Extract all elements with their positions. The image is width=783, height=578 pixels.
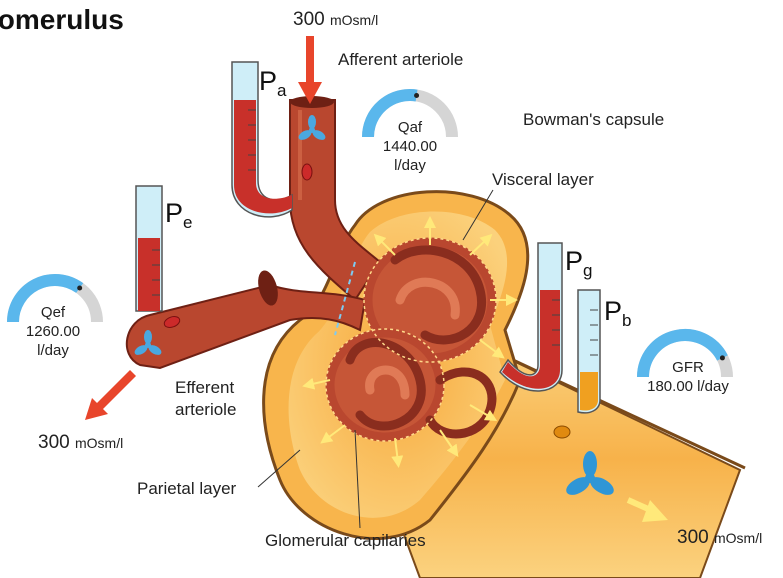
top-osm-label: 300 mOsm/l <box>293 9 378 31</box>
blood-cell <box>302 164 312 180</box>
qef-readout: Qef 1260.00 l/day <box>3 303 103 360</box>
page-title: lomerulus <box>0 4 124 36</box>
gfr-value: 180.00 l/day <box>628 377 748 396</box>
efferent-label: Efferent <box>175 378 234 398</box>
qef-name: Qef <box>3 303 103 322</box>
qaf-unit: l/day <box>360 156 460 175</box>
inflow-arrow <box>298 36 322 104</box>
parietal-label: Parietal layer <box>137 479 236 499</box>
qaf-gauge-needle <box>414 93 419 98</box>
capillaries-label: Glomerular capilaries <box>265 531 426 551</box>
pb-manometer <box>578 290 600 413</box>
gfr-name: GFR <box>628 358 748 377</box>
visceral-label: Visceral layer <box>492 170 594 190</box>
qef-value: 1260.00 <box>3 322 103 341</box>
outflow-arrow <box>85 370 136 420</box>
gfr-readout: GFR 180.00 l/day <box>628 358 748 396</box>
pe-label: Pe <box>165 198 192 233</box>
qaf-value: 1440.00 <box>360 137 460 156</box>
pb-label: Pb <box>604 296 631 331</box>
qaf-readout: Qaf 1440.00 l/day <box>360 118 460 175</box>
filtrate-particle <box>554 426 570 438</box>
pa-label: Pa <box>259 66 286 101</box>
efferent-label-2: arteriole <box>175 400 236 420</box>
right-osm-label: 300 mOsm/l <box>677 527 762 549</box>
qef-gauge-needle <box>77 286 82 291</box>
afferent-label: Afferent arteriole <box>338 50 463 70</box>
qef-unit: l/day <box>3 341 103 360</box>
bowman-label: Bowman's capsule <box>523 110 664 130</box>
pe-manometer <box>136 186 162 311</box>
left-osm-label: 300 mOsm/l <box>38 432 123 454</box>
qaf-name: Qaf <box>360 118 460 137</box>
pg-label: Pg <box>565 246 592 281</box>
